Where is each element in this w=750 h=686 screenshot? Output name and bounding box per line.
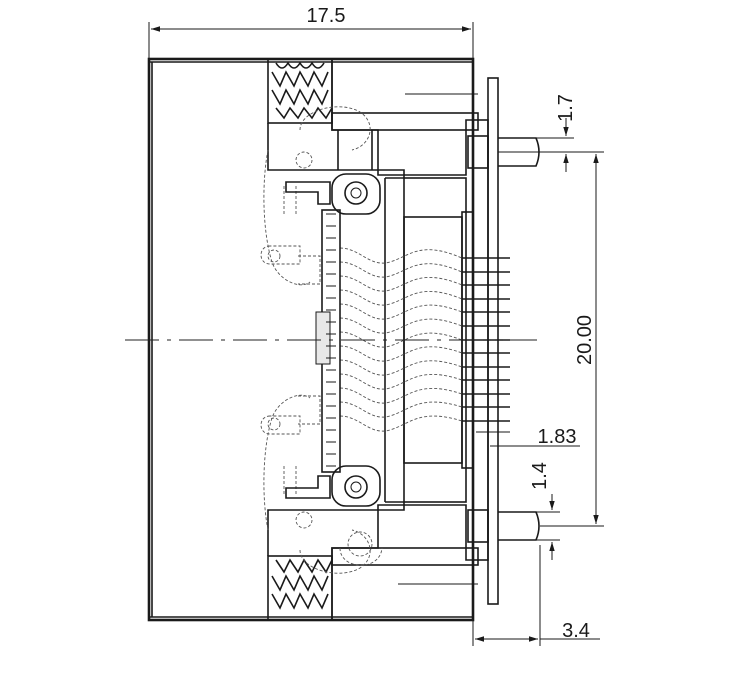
hidden-contact-lines [339,247,463,432]
mounting-pin-top [467,135,540,169]
dimension-flange-depth: 3.4 [472,545,600,646]
spring-bottom [267,555,333,621]
flange-plate [472,77,499,605]
dim-label-mounting-pitch: 20.00 [574,315,596,365]
dimension-pin-pitch: 1.83 [476,420,580,448]
dim-label-flange-offset: 1.7 [555,94,577,122]
dim-label-overall-width: 17.5 [307,5,346,27]
latch-bottom [285,465,381,507]
dim-label-pin-offset: 1.4 [529,462,551,490]
mounting-pin-bottom [467,509,540,543]
spring-top [267,58,333,124]
leader-lines [398,93,478,585]
dimension-pin-offset: 1.4 [529,462,560,560]
latch-top [285,173,381,215]
contact-comb [315,209,341,473]
dimension-overall-width: 17.5 [148,5,474,60]
dim-label-flange-depth: 3.4 [562,620,590,642]
dimension-mounting-pitch: 20.00 [540,151,604,527]
dim-label-pin-pitch: 1.83 [538,426,577,448]
latch-hidden-outline [260,106,383,574]
